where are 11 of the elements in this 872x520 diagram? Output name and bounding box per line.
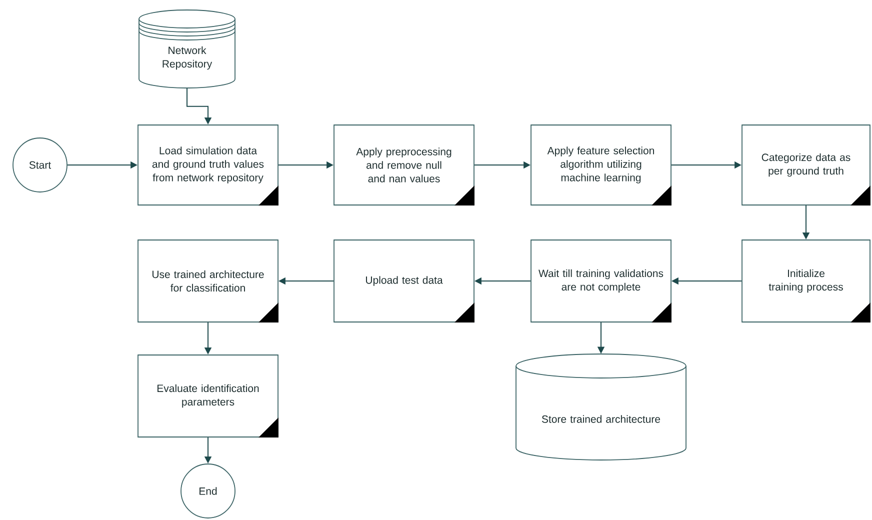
database-cylinder: Network Repository	[138, 10, 236, 88]
process-box: Categorize data as per ground truth	[742, 124, 870, 206]
process-box: Evaluate identification parameters	[138, 354, 278, 438]
process-box: Use trained architecture for classification	[138, 240, 278, 322]
process-box: Wait till training validations are not complete	[530, 240, 672, 322]
process-box: Load simulation data and ground truth values from network repository	[138, 124, 278, 206]
database-cylinder: Store trained architecture	[516, 354, 686, 460]
process-box: Apply preprocessing and remove null and nan values	[334, 124, 474, 206]
process-box: Initialize training process	[742, 240, 870, 322]
process-box: Apply feature selection algorithm utilizing machine learning	[530, 124, 672, 206]
process-box: Upload test data	[334, 240, 474, 322]
